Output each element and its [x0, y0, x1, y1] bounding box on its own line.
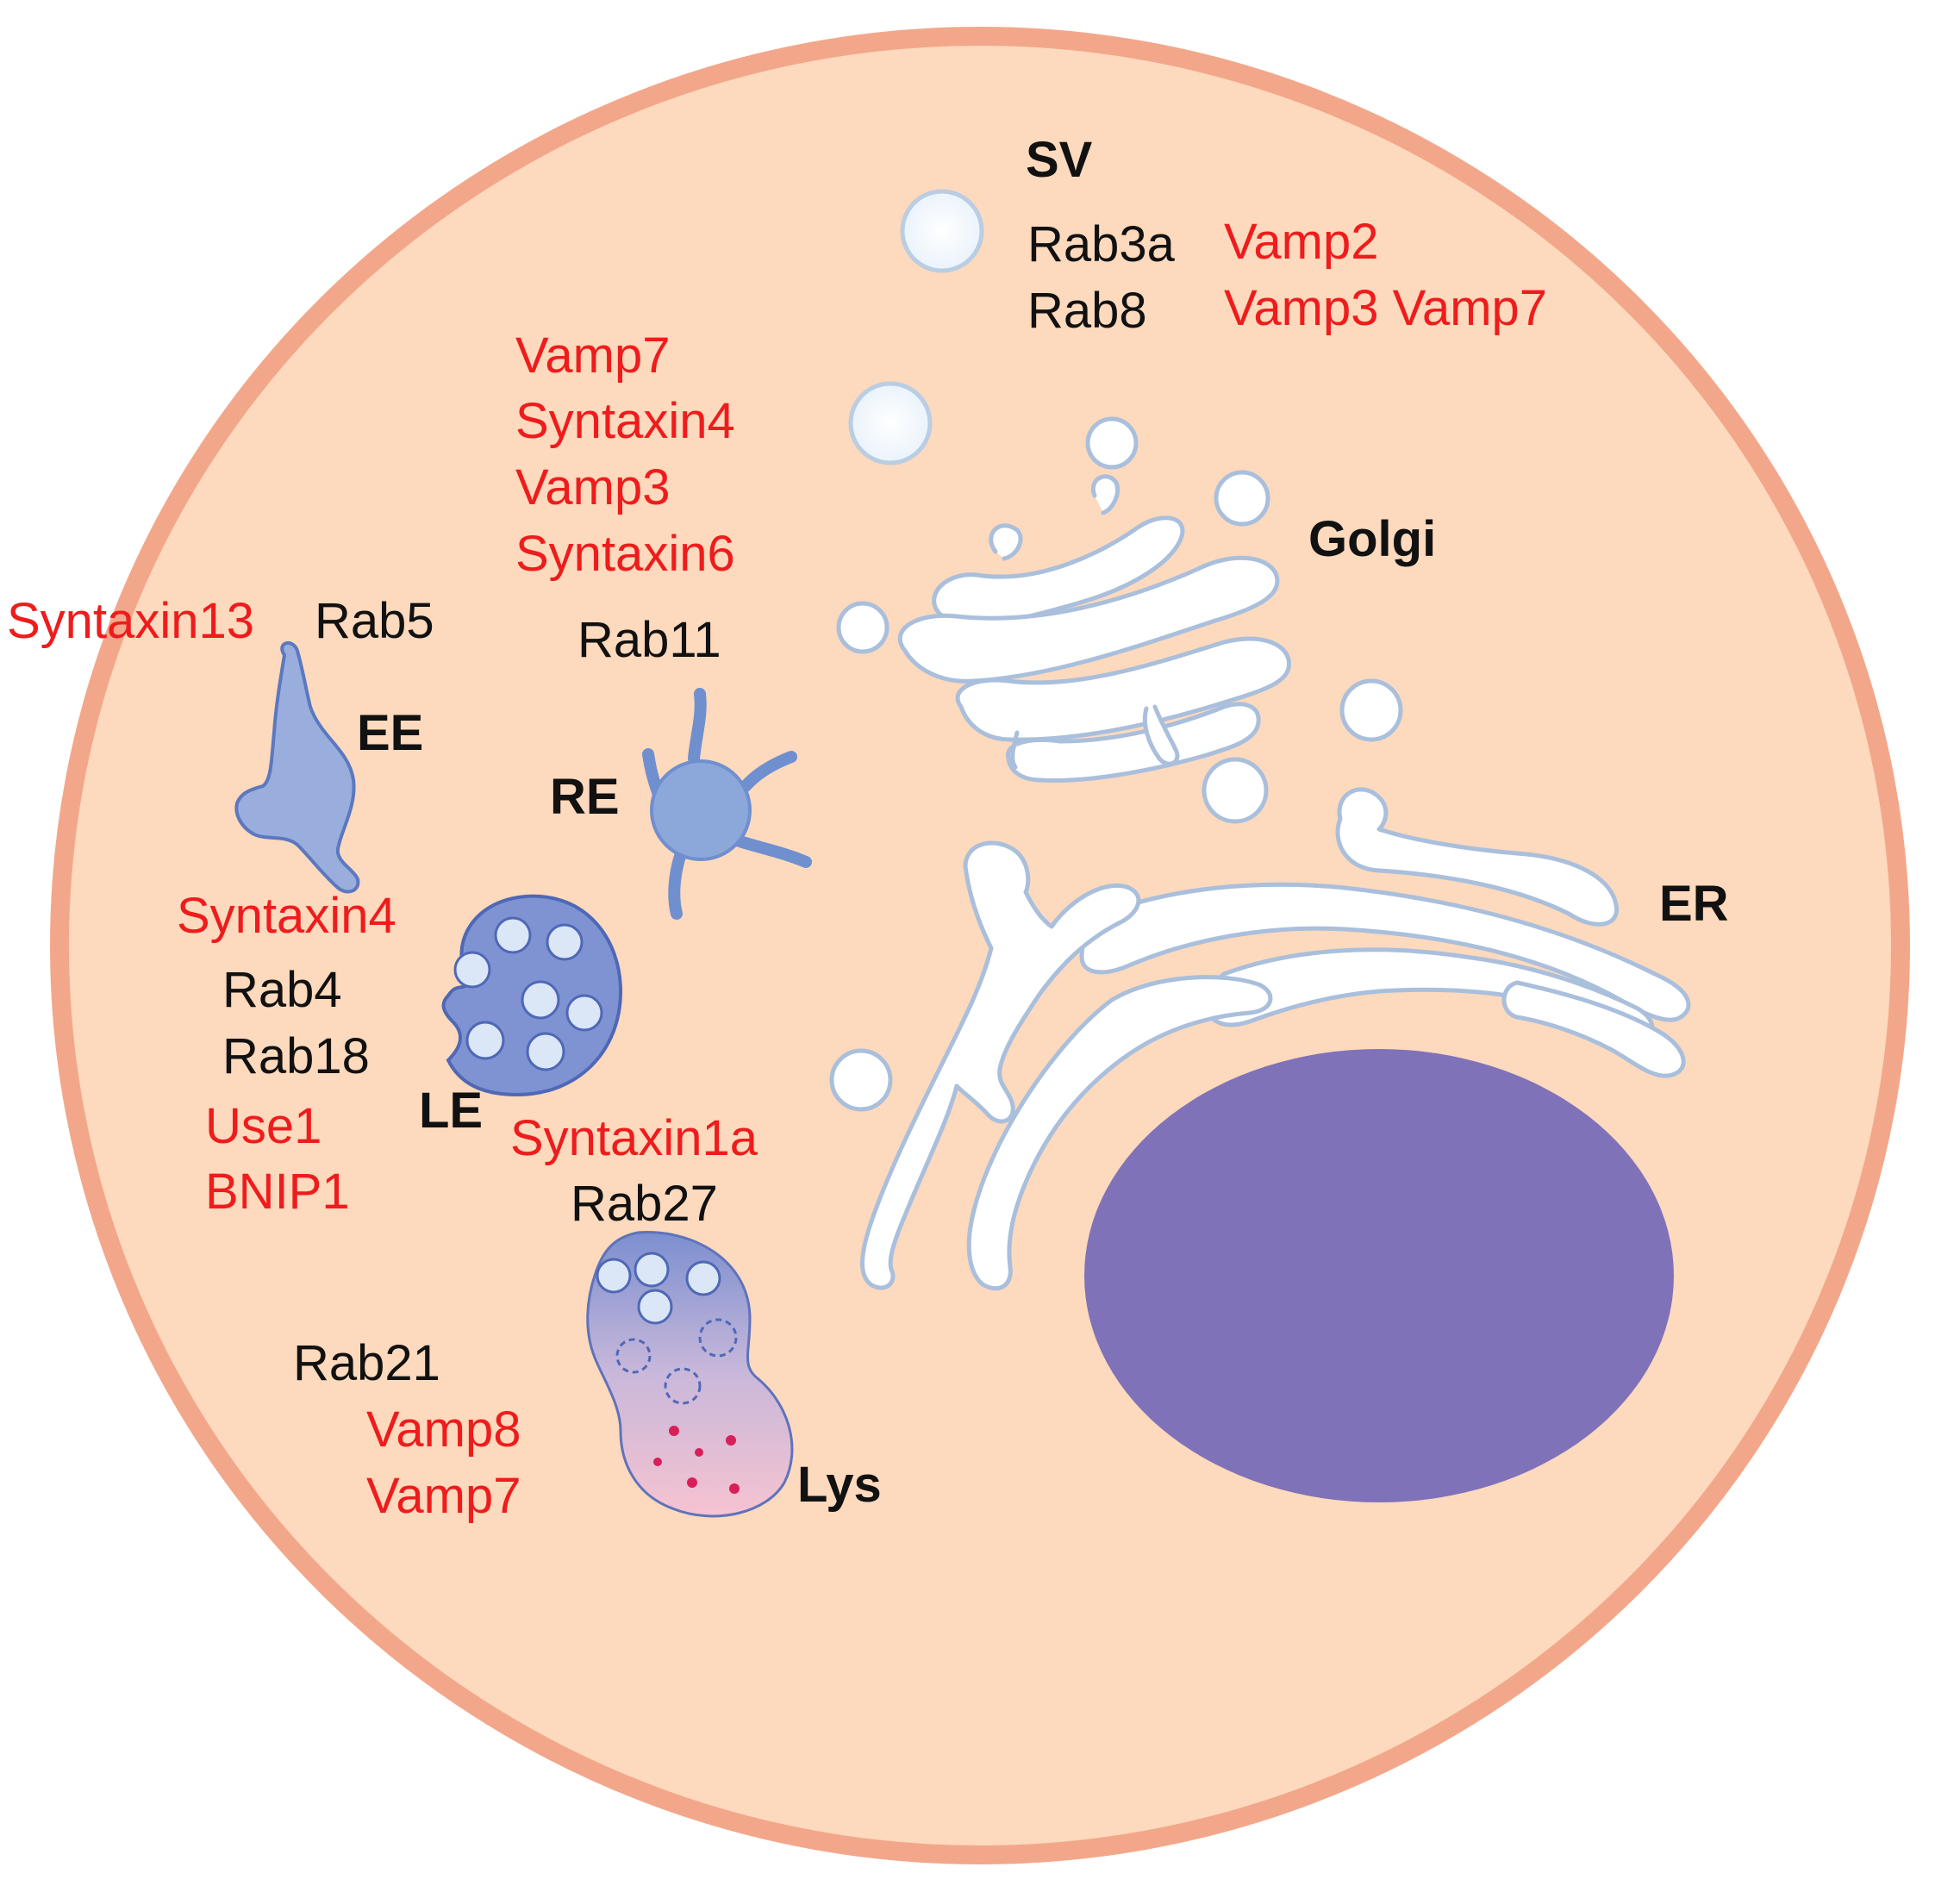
sv-vesicle-middle — [848, 381, 933, 465]
lys-snare-left-1: Vamp8 — [366, 1402, 521, 1458]
vesicle-snare-1: Vamp7 — [515, 328, 670, 384]
ee-name: EE — [357, 705, 423, 761]
sv-vesicle-top — [900, 189, 984, 273]
early-endosome — [234, 641, 360, 894]
golgi-apparatus — [836, 416, 1291, 783]
le-snare-top-1: Syntaxin4 — [177, 888, 396, 944]
cell-membrane — [50, 27, 1910, 1864]
er-name: ER — [1659, 876, 1729, 932]
vesicle-snare-3: Vamp3 — [515, 459, 670, 515]
re-name: RE — [550, 769, 620, 825]
lys-rab-top-1: Rab27 — [571, 1176, 718, 1232]
sv-snare-1: Vamp2 — [1224, 214, 1378, 270]
golgi-name: Golgi — [1308, 511, 1436, 567]
lys-rab-left-1: Rab21 — [293, 1335, 440, 1391]
nucleus — [1084, 1049, 1674, 1502]
late-endosome — [441, 894, 623, 1097]
le-snare-bottom-2: BNIP1 — [205, 1164, 350, 1220]
vesicle-snare-2: Syntaxin4 — [515, 393, 735, 449]
endoplasmic-reticulum — [829, 678, 1691, 1291]
le-snare-bottom-1: Use1 — [205, 1098, 321, 1154]
recycling-endosome-body — [650, 759, 752, 861]
lysosome — [586, 1231, 794, 1518]
sv-rab-2: Rab8 — [1027, 283, 1147, 339]
lys-snare-left-2: Vamp7 — [366, 1468, 521, 1524]
ee-snare-1: Syntaxin13 — [7, 593, 254, 649]
lys-snare-top-1: Syntaxin1a — [510, 1110, 758, 1166]
sv-name: SV — [1026, 132, 1093, 188]
lys-name: Lys — [797, 1457, 882, 1513]
vesicle-snare-4: Syntaxin6 — [515, 526, 735, 582]
sv-rab-1: Rab3a — [1027, 216, 1176, 272]
le-rab-2: Rab18 — [222, 1028, 370, 1084]
ee-rab-1: Rab5 — [315, 593, 434, 649]
le-name: LE — [419, 1083, 483, 1139]
re-rab-1: Rab11 — [577, 612, 721, 668]
le-rab-1: Rab4 — [222, 962, 342, 1018]
sv-snare-2: Vamp3 Vamp7 — [1224, 280, 1547, 336]
